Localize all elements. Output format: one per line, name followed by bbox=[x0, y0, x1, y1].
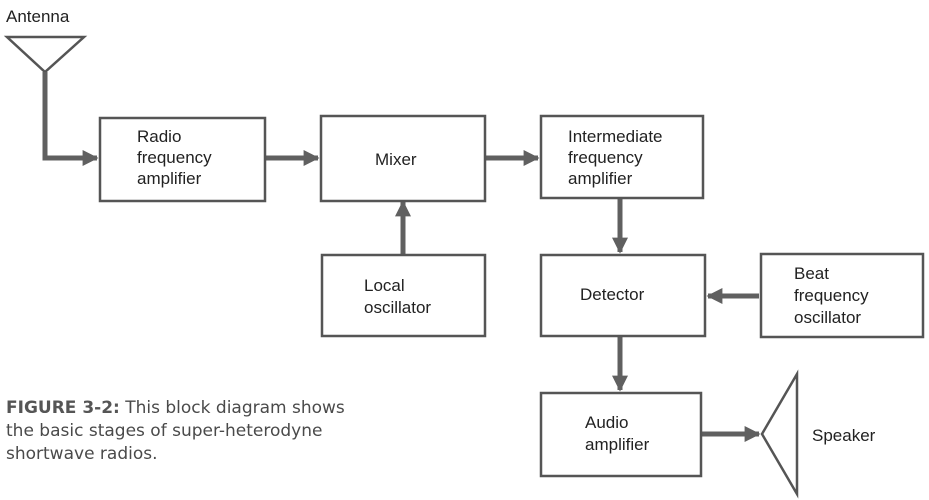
detector-block: Detector bbox=[539, 253, 707, 338]
audio-amplifier-label: Audio amplifier bbox=[585, 413, 650, 454]
caption-text: This block diagram shows the basic stage… bbox=[6, 398, 345, 464]
speaker-icon bbox=[760, 369, 799, 499]
local-oscillator-label: Local oscillator bbox=[364, 276, 431, 317]
rf-amplifier-block: Radio frequency amplifier bbox=[98, 116, 267, 203]
detector-label: Detector bbox=[580, 285, 645, 304]
antenna-to-rf-arrow bbox=[42, 72, 99, 167]
rf-amplifier-label: Radio frequency amplifier bbox=[137, 127, 216, 188]
caption-label: FIGURE 3-2: bbox=[6, 398, 120, 418]
mixer-block: Mixer bbox=[319, 114, 487, 203]
mixer-label: Mixer bbox=[375, 150, 417, 169]
antenna-icon bbox=[3, 35, 88, 74]
bfo-label: Beat frequency oscillator bbox=[794, 264, 873, 327]
bfo-block: Beat frequency oscillator bbox=[759, 252, 925, 339]
figure-caption: FIGURE 3-2: This block diagram shows the… bbox=[6, 397, 366, 466]
speaker-label: Speaker bbox=[812, 426, 876, 445]
antenna-label: Antenna bbox=[6, 7, 70, 26]
audio-amplifier-block: Audio amplifier bbox=[539, 391, 703, 478]
local-oscillator-block: Local oscillator bbox=[320, 253, 487, 338]
if-amplifier-block: Intermediate frequency amplifier bbox=[539, 114, 705, 200]
if-amplifier-label: Intermediate frequency amplifier bbox=[568, 127, 667, 188]
